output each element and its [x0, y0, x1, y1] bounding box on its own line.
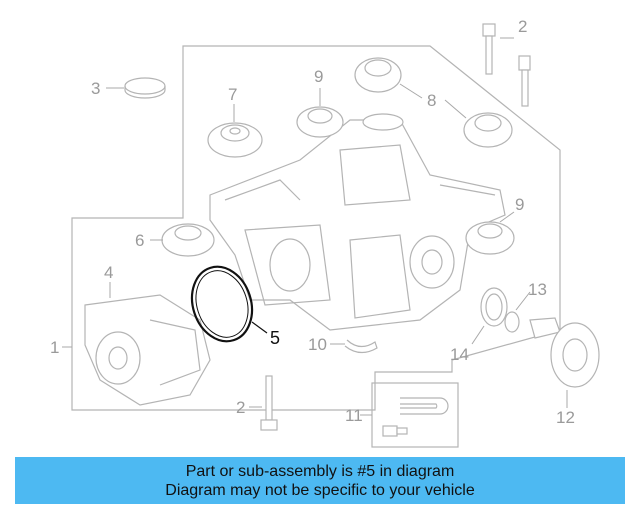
part-9-mount-top: [296, 106, 344, 138]
leader-lines: [62, 37, 568, 416]
part-6-mount: [161, 223, 215, 257]
callout-9-top: 9: [314, 67, 323, 86]
callout-13: 13: [528, 280, 547, 299]
callout-12: 12: [556, 408, 575, 427]
assembly-outline: [71, 45, 561, 411]
callout-5: 5: [270, 328, 280, 348]
part-8-mount-right: [463, 112, 513, 148]
banner-line-1: Part or sub-assembly is #5 in diagram: [185, 462, 455, 480]
callout-4: 4: [104, 263, 113, 282]
callout-2-top: 2: [518, 17, 527, 36]
callout-6: 6: [135, 231, 144, 250]
callout-14: 14: [450, 345, 469, 364]
part-10-clip: [344, 339, 378, 354]
part-7-mount: [207, 122, 263, 158]
callout-3: 3: [91, 79, 100, 98]
callout-8: 8: [427, 91, 436, 110]
part-11-kit: [371, 382, 459, 448]
part-13-ring: [504, 311, 520, 333]
part-2-bolt-bottom: [260, 375, 278, 431]
parts-diagram: 1 2 2 3 4 5 6 7 8 9 9 10 11 12 13 14: [50, 17, 600, 448]
part-14-seal: [480, 287, 508, 327]
callout-1: 1: [50, 338, 59, 357]
callout-9-right: 9: [515, 195, 524, 214]
part-9-mount-right: [465, 221, 515, 255]
callout-10: 10: [308, 335, 327, 354]
differential-housing: [209, 113, 506, 331]
callout-11: 11: [345, 406, 363, 425]
part-2-bolts-top: [482, 23, 531, 107]
info-banner: Part or sub-assembly is #5 in diagram Di…: [15, 457, 625, 504]
part-3-washer: [124, 77, 166, 99]
banner-line-2: Diagram may not be specific to your vehi…: [165, 481, 475, 499]
part-12-flange: [529, 317, 600, 388]
callout-2-bottom: 2: [236, 398, 245, 417]
part-8-mount-left: [354, 57, 402, 93]
callout-7: 7: [228, 85, 237, 104]
part-4-actuator: [84, 294, 211, 406]
part-5-o-ring: [190, 265, 254, 343]
